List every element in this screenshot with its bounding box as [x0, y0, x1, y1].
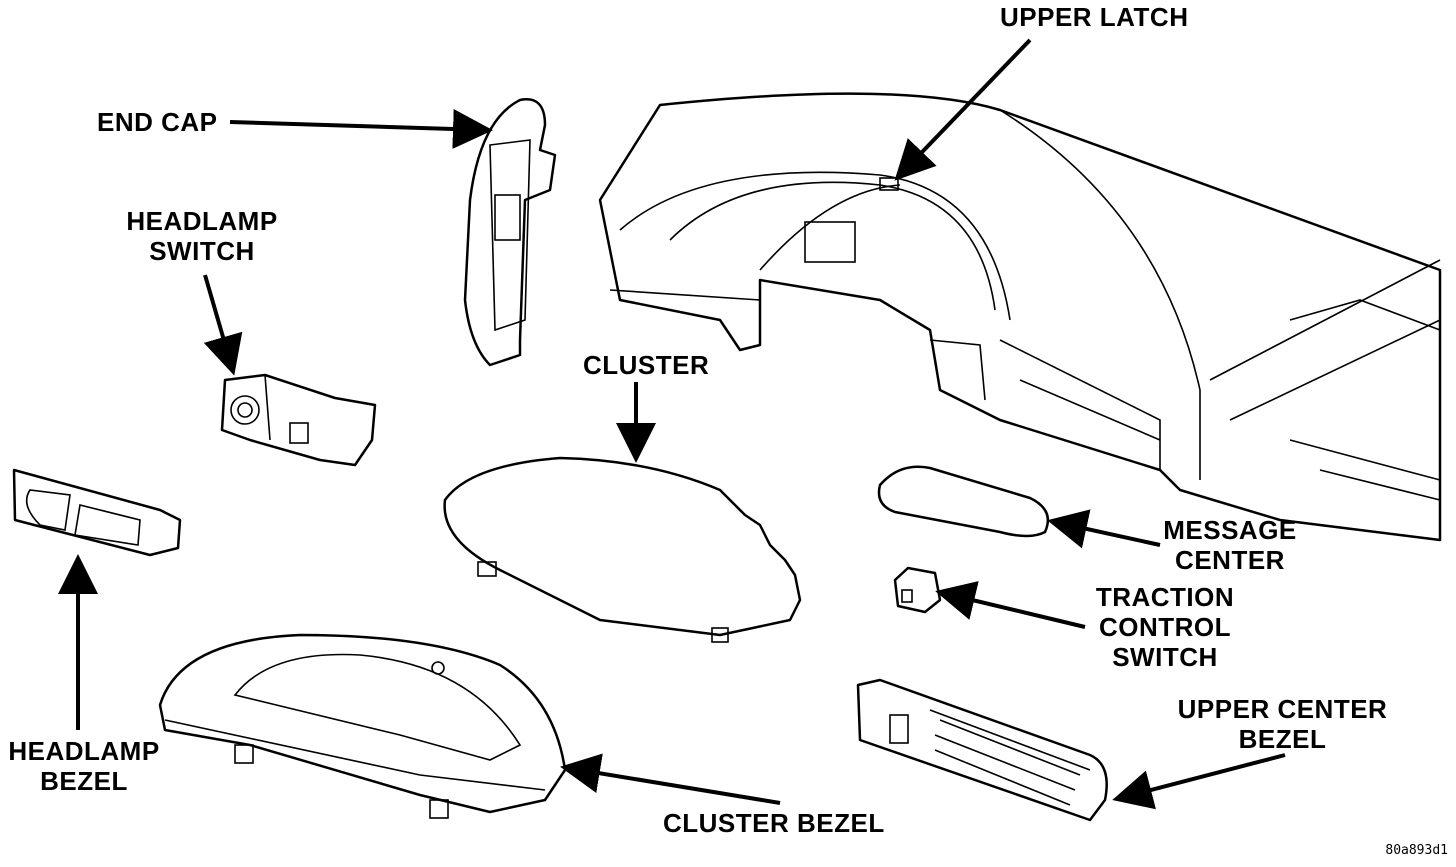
label-upper-center-bezel: UPPER CENTER BEZEL: [1170, 694, 1395, 754]
label-cluster-bezel: CLUSTER BEZEL: [663, 808, 885, 838]
traction-control-switch-part: [893, 566, 942, 614]
arrow-upper-latch: [894, 38, 1032, 181]
arrow-cluster-bezel: [560, 753, 781, 805]
cluster-part: [443, 456, 802, 643]
end-cap-part: [463, 98, 557, 367]
label-end-cap: END CAP: [97, 107, 218, 137]
arrow-end-cap: [229, 109, 493, 149]
arrow-traction-control: [935, 581, 1086, 629]
upper-center-bezel-part: [856, 678, 1108, 822]
label-message-center-line1: MESSAGE: [1163, 515, 1297, 545]
label-upper-center-bezel-line2: BEZEL: [1238, 724, 1327, 754]
message-center-part: [877, 465, 1050, 538]
cluster-bezel-part: [158, 633, 567, 819]
arrow-headlamp-switch: [203, 274, 243, 376]
label-headlamp-switch: HEADLAMP SWITCH: [122, 206, 282, 266]
label-upper-latch: UPPER LATCH: [1000, 2, 1189, 32]
headlamp-switch-part: [220, 373, 377, 467]
label-traction-control-switch: TRACTION CONTROL SWITCH: [1085, 582, 1245, 672]
leader-arrows: [58, 38, 1286, 810]
label-traction-control-line1: TRACTION: [1095, 582, 1235, 612]
label-headlamp-bezel-line2: BEZEL: [40, 766, 128, 796]
label-headlamp-switch-line2: SWITCH: [149, 236, 255, 266]
label-message-center-line2: CENTER: [1175, 545, 1285, 575]
label-message-center: MESSAGE CENTER: [1155, 515, 1305, 575]
label-headlamp-bezel: HEADLAMP BEZEL: [4, 736, 164, 796]
label-headlamp-bezel-line1: HEADLAMP: [8, 736, 160, 766]
label-traction-control-line3: SWITCH: [1112, 642, 1218, 672]
label-cluster: CLUSTER: [583, 350, 710, 380]
instrument-panel: [598, 92, 1442, 542]
label-traction-control-line2: CONTROL: [1098, 612, 1232, 642]
headlamp-bezel-part: [12, 468, 182, 557]
label-headlamp-switch-line1: HEADLAMP: [126, 206, 278, 236]
arrow-upper-center-bezel: [1112, 753, 1286, 810]
figure-code: 80a893d1: [1385, 843, 1448, 858]
label-upper-center-bezel-line1: UPPER CENTER: [1177, 694, 1388, 724]
arrow-message-center: [1047, 509, 1161, 549]
